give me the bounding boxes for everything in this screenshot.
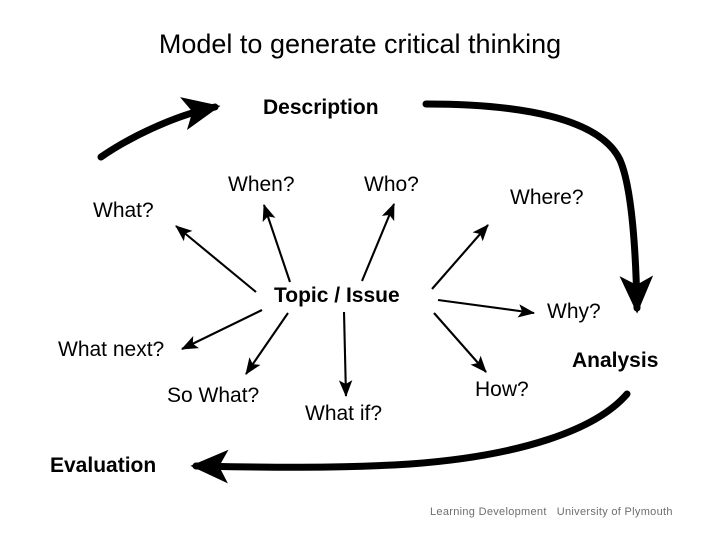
node-evaluation: Evaluation [50,454,157,477]
page-title: Model to generate critical thinking [158,29,562,59]
node-what-next: What next? [58,338,165,361]
node-description: Description [263,96,379,119]
arrow-topic-to-why [437,298,536,318]
node-why: Why? [547,300,601,323]
arrow-topic-to-where [431,224,489,290]
node-when: When? [228,173,295,196]
node-topic-issue: Topic / Issue [274,284,400,307]
arrow-topic-to-what [175,225,257,293]
arrow-topic-to-who [361,203,395,282]
node-how: How? [475,378,529,401]
thick-arrow-analysis-to-evaluation [190,390,631,484]
node-what-if: What if? [305,402,383,425]
arrow-topic-to-whatnext [181,309,263,350]
node-where: Where? [510,186,584,209]
node-so-what: So What? [167,384,260,407]
thick-arrow-to-description [97,97,221,161]
node-analysis: Analysis [572,349,659,372]
node-who: Who? [364,173,419,196]
arrow-topic-to-whatif [338,311,353,398]
footer-credit: Learning Development University of Plymo… [430,506,673,518]
thick-arrow-description-to-analysis [422,100,654,314]
node-what: What? [93,199,154,222]
arrow-topic-to-sowhat [245,312,289,375]
radial-arrow-group [175,203,536,398]
arrow-topic-to-when [262,204,291,283]
arrow-topic-to-how [433,312,487,373]
